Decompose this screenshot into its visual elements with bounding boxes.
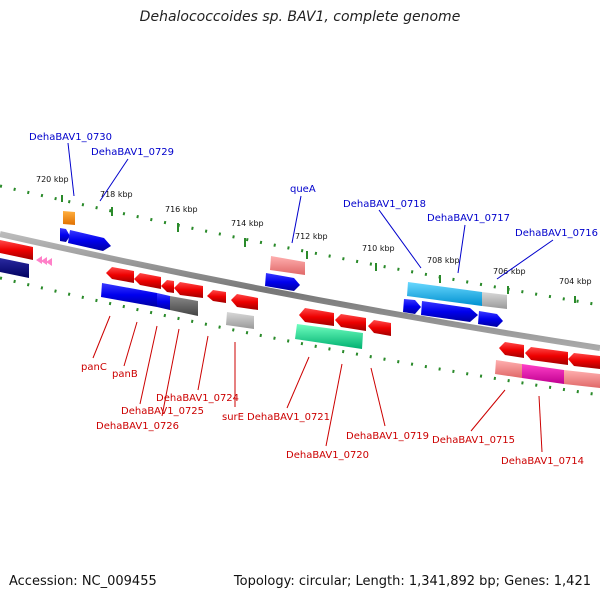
forward-genes[interactable] xyxy=(60,211,507,327)
gene-queA-pink[interactable] xyxy=(270,256,305,275)
label-panC[interactable]: panC xyxy=(81,362,107,373)
gene-DehaBAV1_0717-a[interactable] xyxy=(403,299,421,314)
gene-DehaBAV1_0717[interactable] xyxy=(421,301,478,322)
tick-label: 706 kbp xyxy=(493,267,526,276)
tick-labels: 720 kbp 718 kbp 716 kbp 714 kbp 712 kbp … xyxy=(36,175,592,286)
label-DehaBAV1_0729[interactable]: DehaBAV1_0729 xyxy=(91,147,174,158)
tick-label: 708 kbp xyxy=(427,256,460,265)
gene-DehaBAV1_0720-red[interactable] xyxy=(335,314,366,331)
gene-grey-a[interactable] xyxy=(482,292,507,309)
genome-backbone xyxy=(0,231,600,351)
genome-summary-text: Topology: circular; Length: 1,341,892 bp… xyxy=(233,574,591,589)
gene-red-f[interactable] xyxy=(568,353,600,369)
gene-queA[interactable] xyxy=(265,273,300,291)
label-surE[interactable]: surE xyxy=(222,412,244,423)
map-title: Dehalococcoides sp. BAV1, complete genom… xyxy=(139,9,461,25)
gene-DehaBAV1_0715[interactable] xyxy=(495,360,522,378)
tick-label: 712 kbp xyxy=(295,232,328,241)
gene-pink-arrows[interactable] xyxy=(36,256,52,266)
gene-DehaBAV1_0716[interactable] xyxy=(478,311,503,327)
gene-pink-right[interactable] xyxy=(564,370,600,388)
label-DehaBAV1_0714[interactable]: DehaBAV1_0714 xyxy=(501,456,584,467)
label-DehaBAV1_0719[interactable]: DehaBAV1_0719 xyxy=(346,431,429,442)
gene-DehaBAV1_0729[interactable] xyxy=(68,230,111,251)
major-ticks xyxy=(61,195,576,303)
gene-orange-small[interactable] xyxy=(63,211,75,225)
gene-blue-small[interactable] xyxy=(60,228,70,242)
label-DehaBAV1_0718[interactable]: DehaBAV1_0718 xyxy=(343,199,426,210)
gene-DehaBAV1_0719[interactable] xyxy=(368,320,391,336)
gene-navy-left[interactable] xyxy=(0,258,29,278)
label-DehaBAV1_0721[interactable]: DehaBAV1_0721 xyxy=(247,412,330,423)
label-DehaBAV1_0726[interactable]: DehaBAV1_0726 xyxy=(96,421,179,432)
tick-label: 716 kbp xyxy=(165,205,198,214)
gene-DehaBAV1_0718[interactable] xyxy=(407,282,482,306)
top-gene-labels: DehaBAV1_0730 DehaBAV1_0729 queA DehaBAV… xyxy=(29,132,598,239)
bottom-gene-labels: panC panB DehaBAV1_0725 DehaBAV1_0726 De… xyxy=(81,362,584,467)
top-label-leaders xyxy=(67,142,554,280)
gene-surE[interactable] xyxy=(226,312,254,329)
label-DehaBAV1_0715[interactable]: DehaBAV1_0715 xyxy=(432,435,515,446)
bottom-label-leaders xyxy=(92,315,543,453)
gene-DehaBAV1_0715-red[interactable] xyxy=(525,347,568,365)
gene-red-c[interactable] xyxy=(161,280,174,293)
label-DehaBAV1_0730[interactable]: DehaBAV1_0730 xyxy=(29,132,112,143)
label-DehaBAV1_0716[interactable]: DehaBAV1_0716 xyxy=(515,228,598,239)
tick-label: 704 kbp xyxy=(559,277,592,286)
gene-panB[interactable] xyxy=(157,293,170,310)
gene-DehaBAV1_0725[interactable] xyxy=(170,296,198,316)
gene-DehaBAV1_0724[interactable] xyxy=(207,290,226,303)
tick-label: 718 kbp xyxy=(100,190,133,199)
gene-DehaBAV1_0720[interactable] xyxy=(295,324,363,349)
gene-panC-red[interactable] xyxy=(106,267,134,283)
label-DehaBAV1_0725[interactable]: DehaBAV1_0725 xyxy=(121,406,204,417)
gene-DehaBAV1_0721[interactable] xyxy=(299,308,334,326)
label-DehaBAV1_0720[interactable]: DehaBAV1_0720 xyxy=(286,450,369,461)
gene-panC[interactable] xyxy=(101,283,157,307)
tick-label: 714 kbp xyxy=(231,219,264,228)
gene-panB-red[interactable] xyxy=(134,273,161,289)
gene-surE-red[interactable] xyxy=(231,294,258,310)
tick-label: 710 kbp xyxy=(362,244,395,253)
label-queA[interactable]: queA xyxy=(290,184,316,195)
reverse-genes[interactable] xyxy=(0,240,600,388)
gene-DehaBAV1_0714[interactable] xyxy=(522,364,564,384)
gene-red-left[interactable] xyxy=(0,240,33,260)
gene-red-d[interactable] xyxy=(174,282,203,298)
accession-text: Accession: NC_009455 xyxy=(9,574,157,589)
label-DehaBAV1_0724[interactable]: DehaBAV1_0724 xyxy=(156,393,239,404)
tick-label: 720 kbp xyxy=(36,175,69,184)
label-panB[interactable]: panB xyxy=(112,369,138,380)
gene-red-e[interactable] xyxy=(499,342,524,358)
label-DehaBAV1_0717[interactable]: DehaBAV1_0717 xyxy=(427,213,510,224)
